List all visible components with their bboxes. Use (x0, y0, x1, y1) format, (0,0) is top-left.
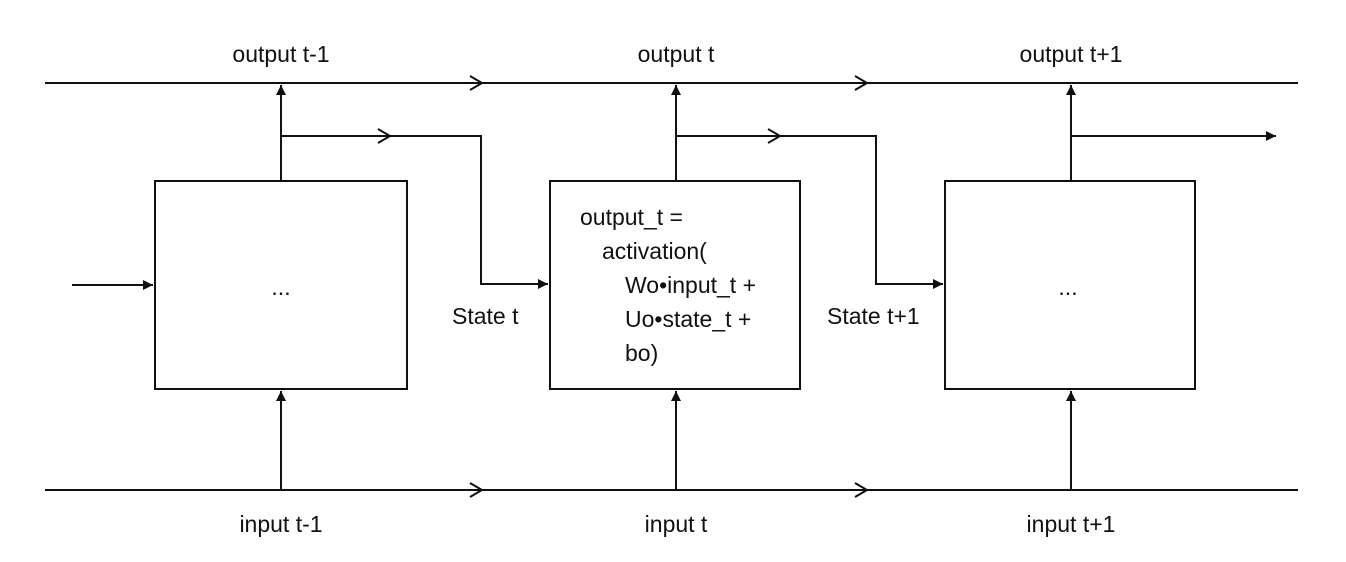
input-rail-chevron-1 (469, 482, 484, 498)
output-label-prev: output t-1 (232, 41, 330, 67)
state-path-next-chevron (767, 128, 782, 144)
formula-line-4: Uo•state_t + (625, 306, 752, 332)
state-path-curr (281, 135, 548, 289)
output-label-curr: output t (637, 41, 715, 67)
state-path-next (676, 135, 943, 289)
output-rail-chevron-2 (854, 75, 869, 91)
state-label-next: State t+1 (827, 303, 920, 329)
formula-line-3: Wo•input_t + (625, 272, 757, 298)
formula-line-5: bo) (625, 340, 659, 366)
input-label-next: input t+1 (1026, 511, 1116, 537)
input-label-curr: input t (644, 511, 708, 537)
formula-line-1: output_t = (580, 204, 683, 230)
output-label-next: output t+1 (1019, 41, 1123, 67)
input-label-prev: input t-1 (239, 511, 323, 537)
input-rail-chevron-2 (854, 482, 869, 498)
state-path-curr-chevron (377, 128, 392, 144)
cell-placeholder-next: ... (1058, 274, 1078, 300)
cell-placeholder-prev: ... (271, 274, 291, 300)
formula-line-2: activation( (602, 238, 707, 264)
state-label-curr: State t (452, 303, 519, 329)
output-rail-chevron-1 (469, 75, 484, 91)
